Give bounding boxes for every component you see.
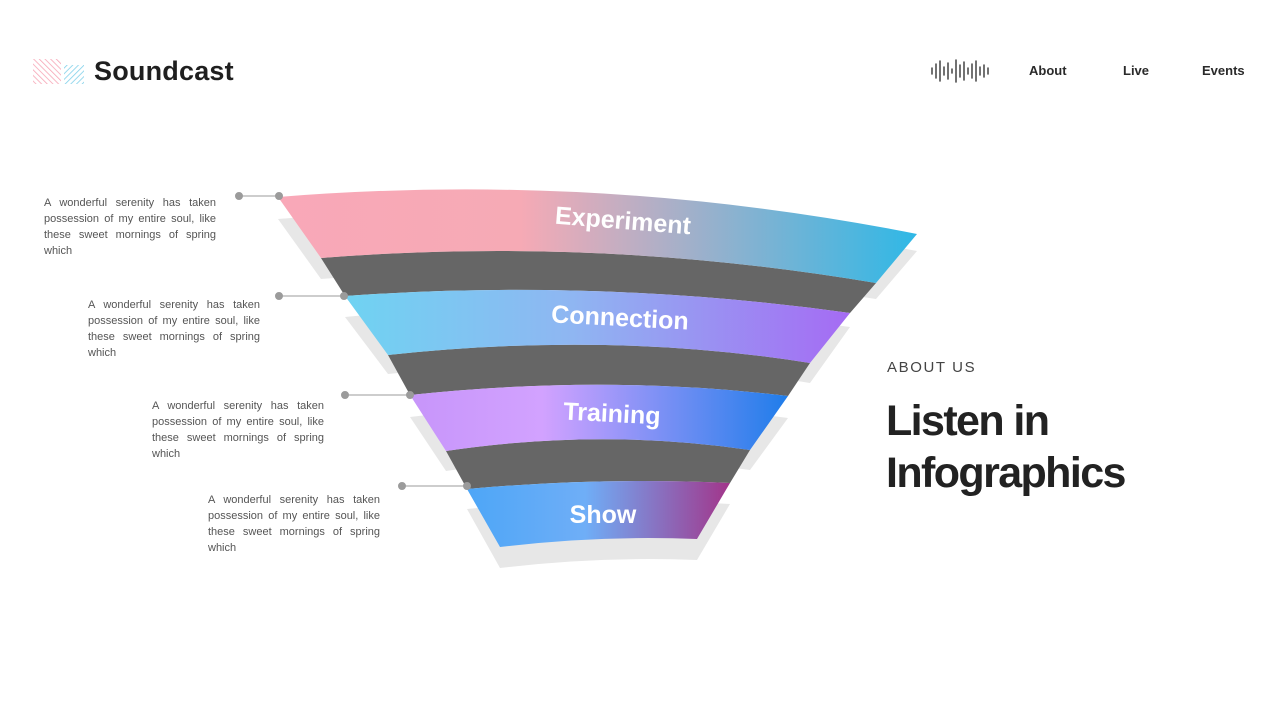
connector-2	[388, 344, 810, 396]
leader-dot	[340, 292, 348, 300]
stage-description-training: A wonderful serenity has taken possessio…	[152, 400, 324, 460]
stage-label-show: Show	[570, 501, 637, 529]
funnel-band-connection	[345, 289, 850, 363]
nav-live[interactable]: Live	[1123, 63, 1150, 78]
band-connectors	[321, 250, 876, 489]
page-headline: Listen in Infographics	[886, 395, 1126, 499]
headline-line-1: Listen in	[886, 397, 1050, 445]
connector-1	[321, 250, 876, 313]
stage-description-experiment: A wonderful serenity has taken possessio…	[44, 197, 216, 257]
about-kicker: ABOUT US	[887, 359, 977, 376]
leader-dot	[235, 192, 243, 200]
stage-description-show: A wonderful serenity has taken possessio…	[208, 494, 380, 554]
funnel-band-show	[467, 481, 730, 547]
leader-dot	[463, 482, 471, 490]
headline-line-2: Infographics	[886, 449, 1126, 497]
leader-lines	[235, 192, 471, 490]
leader-dot	[275, 192, 283, 200]
stage-description-connection: A wonderful serenity has taken possessio…	[88, 299, 260, 359]
audio-wave-icon	[931, 59, 989, 83]
funnel-band-training	[410, 384, 788, 451]
nav-about[interactable]: About	[1029, 63, 1067, 78]
soundcast-logo-icon	[33, 58, 84, 84]
stage-label-training: Training	[563, 397, 662, 430]
leader-dot	[406, 391, 414, 399]
logo[interactable]: Soundcast	[33, 56, 234, 87]
brand-name: Soundcast	[94, 56, 234, 86]
nav-events[interactable]: Events	[1202, 63, 1245, 78]
leader-dot	[341, 391, 349, 399]
leader-dot	[275, 292, 283, 300]
funnel-band-experiment	[278, 189, 917, 283]
leader-dot	[398, 482, 406, 490]
connector-3	[446, 439, 750, 489]
